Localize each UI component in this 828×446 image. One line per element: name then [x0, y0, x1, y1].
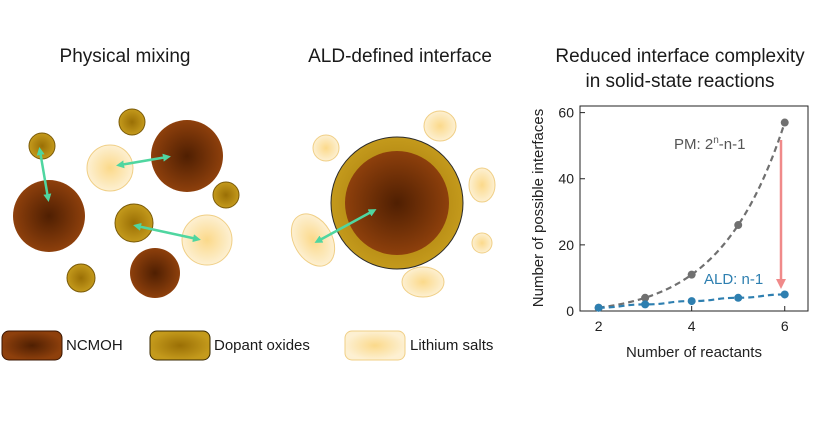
pm-series-point	[641, 293, 650, 302]
interaction-arrow	[314, 209, 377, 243]
lithium-particle	[423, 110, 457, 142]
ald-series-point	[780, 290, 789, 299]
ald-series-point	[734, 293, 743, 302]
y-tick-label: 20	[558, 237, 574, 253]
pm-series-point	[687, 270, 696, 279]
interaction-arrow	[133, 222, 201, 243]
title-reduced-line1: Reduced interface complexity	[555, 46, 805, 67]
ald-series-point	[687, 297, 696, 306]
ald-panel	[290, 110, 496, 298]
dopant-particle	[66, 263, 96, 293]
lithium-particle	[471, 232, 493, 254]
ncmoh-particle	[130, 248, 180, 298]
ald-coated-ncmoh-core	[345, 151, 449, 255]
pm-label-sup: n	[713, 135, 719, 146]
ncmoh-particle	[13, 180, 85, 252]
title-ald-interface: ALD-defined interface	[308, 46, 492, 67]
chart-frame	[579, 105, 809, 312]
ncmoh-particle	[151, 120, 223, 192]
x-tick-label: 6	[781, 318, 789, 334]
legend	[1, 330, 406, 361]
dopant-particle	[28, 132, 56, 160]
legend-swatch-ncmoh	[1, 330, 63, 361]
legend-swatch-lithium	[344, 330, 406, 361]
y-tick-label: 60	[558, 105, 574, 121]
physical-mixing-panel	[13, 108, 240, 298]
lithium-particle	[401, 266, 445, 298]
pm-label-suffix: -n-1	[719, 136, 746, 153]
ald-series-point	[641, 300, 650, 309]
lithium-particle	[468, 167, 496, 203]
y-tick-label: 40	[558, 171, 574, 187]
dopant-particle	[114, 203, 154, 243]
pm-label-prefix: PM: 2	[674, 136, 713, 153]
title-reduced-line2: in solid-state reactions	[585, 71, 775, 92]
legend-label-lithium: Lithium salts	[410, 337, 494, 354]
ald-series-point	[594, 303, 603, 312]
x-tick-label: 4	[688, 318, 696, 334]
lithium-particle	[86, 144, 134, 192]
lithium-particle	[312, 134, 340, 162]
legend-label-dopant: Dopant oxides	[214, 337, 310, 354]
dopant-particle	[118, 108, 146, 136]
x-axis-label: Number of reactants	[626, 344, 762, 361]
pm-series-point	[780, 118, 789, 127]
chart-series	[594, 118, 789, 312]
x-tick-label: 2	[595, 318, 603, 334]
y-tick-label: 0	[566, 303, 574, 319]
dopant-particle	[212, 181, 240, 209]
interaction-arrow	[116, 153, 171, 169]
title-physical-mixing: Physical mixing	[59, 46, 191, 67]
pm-series-point	[734, 221, 743, 230]
pm-series-label: PM: 2n-n-1	[674, 135, 745, 153]
title-reduced-complexity: Reduced interface complexity in solid-st…	[535, 44, 825, 94]
ald-series-label: ALD: n-1	[704, 271, 763, 288]
y-axis-label: Number of possible interfaces	[530, 109, 547, 307]
interaction-arrow	[36, 147, 52, 202]
legend-label-ncmoh: NCMOH	[66, 337, 123, 354]
lithium-particle	[181, 214, 233, 266]
legend-swatch-dopant	[149, 330, 211, 361]
pm-series-line	[598, 122, 786, 309]
